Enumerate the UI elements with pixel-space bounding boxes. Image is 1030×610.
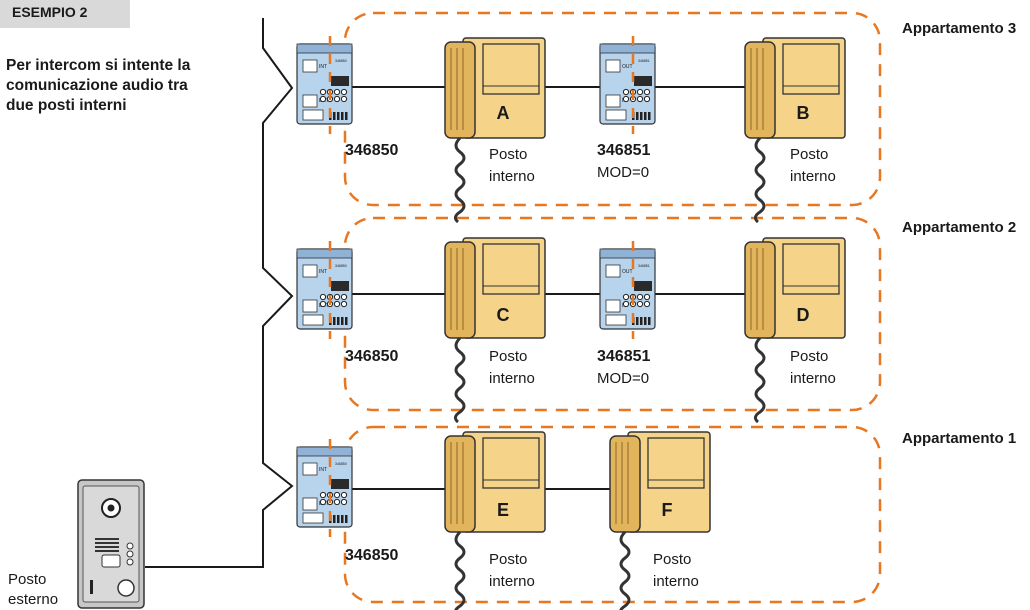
svg-text:346851: 346851 xyxy=(638,59,650,63)
apartment-frame-2 xyxy=(343,216,882,412)
svg-text:OUT: OUT xyxy=(622,64,633,70)
phone-letter-F: F xyxy=(661,500,673,520)
phone-letter-A: A xyxy=(496,103,510,123)
svg-text:OUT: OUT xyxy=(622,269,633,275)
interface-code-346851-apt2: 346851 xyxy=(597,348,651,365)
description-line-2: comunicazione audio tra xyxy=(6,77,188,94)
example-header: ESEMPIO 2 xyxy=(0,0,130,28)
svg-text:INT: INT xyxy=(319,467,327,473)
svg-text:INT: INT xyxy=(319,269,327,275)
external-post-panel xyxy=(77,479,145,609)
mod-setting-apt2: MOD=0 xyxy=(597,370,650,387)
internal-post-A xyxy=(444,37,546,224)
internal-post-E xyxy=(444,431,546,610)
interface-code-346850-apt3: 346850 xyxy=(345,142,399,159)
svg-text:346850: 346850 xyxy=(335,462,347,466)
interface-code-346850-apt1: 346850 xyxy=(345,547,399,564)
interface-code-346851-apt3: 346851 xyxy=(597,142,651,159)
svg-text:346851: 346851 xyxy=(638,264,650,268)
phone-letter-E: E xyxy=(496,500,509,520)
phone-letter-B: B xyxy=(796,103,810,123)
internal-post-C xyxy=(444,237,546,424)
apartment-3-label: Appartamento 3 xyxy=(902,20,1017,37)
svg-text:346850: 346850 xyxy=(335,59,347,63)
mod-setting-apt3: MOD=0 xyxy=(597,164,650,181)
description-line-1: Per intercom si intente la xyxy=(6,57,191,74)
call-button-icon xyxy=(117,579,135,597)
apartment-2-label: Appartamento 2 xyxy=(902,219,1017,236)
interface-module-346851-apt3: OUTIN346851 xyxy=(599,36,656,134)
phone-letter-C: C xyxy=(496,305,510,325)
interface-code-346850-apt2: 346850 xyxy=(345,348,399,365)
description: Per intercom si intente la comunicazione… xyxy=(6,56,246,116)
phone-letter-D: D xyxy=(796,305,810,325)
interface-module-346851-apt2: OUTIN346851 xyxy=(599,241,656,339)
svg-text:346850: 346850 xyxy=(335,264,347,268)
internal-post-B xyxy=(744,37,846,224)
internal-post-D xyxy=(744,237,846,424)
bus-line xyxy=(145,18,294,568)
apartment-1-label: Appartamento 1 xyxy=(902,430,1017,447)
interface-module-346850-apt3: INTEXT346850 xyxy=(296,36,353,134)
description-line-3: due posti interni xyxy=(6,97,127,114)
interface-module-346850-apt1: INTEXT346850 xyxy=(296,439,353,537)
interface-module-346850-apt2: INTEXT346850 xyxy=(296,241,353,339)
svg-text:INT: INT xyxy=(319,64,327,70)
example-title: ESEMPIO 2 xyxy=(12,4,88,20)
apartment-frame-3 xyxy=(343,11,882,207)
internal-post-F xyxy=(609,431,711,610)
